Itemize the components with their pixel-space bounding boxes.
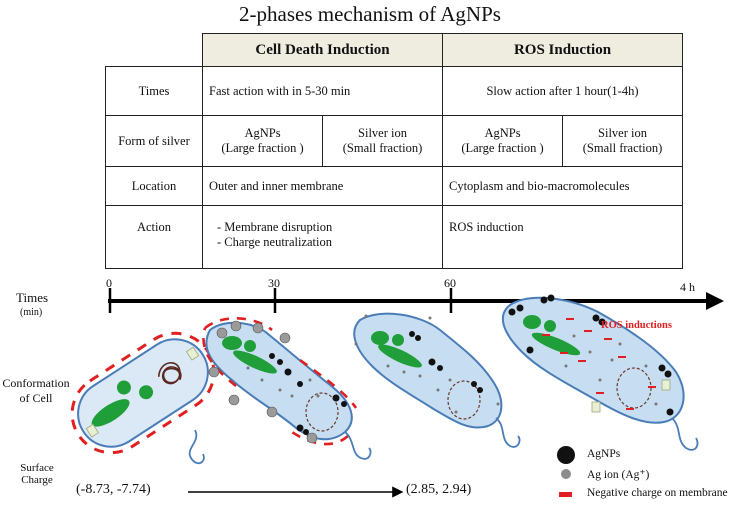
legend-negative-charge-label: Negative charge on membrane [587, 487, 728, 499]
surface-charge-label: Surface Charge [12, 462, 62, 486]
tick-label-30: 30 [268, 276, 280, 290]
action-membrane-disruption: - Membrane disruption [217, 220, 333, 234]
table-header-blank [105, 33, 203, 67]
timeline-label: Times [16, 290, 49, 305]
table-row-times: Times Fast action with in 5-30 min Slow … [105, 66, 683, 116]
form-agnps-fraction: (Large fraction ) [221, 141, 304, 155]
ros-form-ion-fraction: (Small fraction) [582, 141, 663, 155]
flagellum-3 [495, 417, 521, 448]
tick-label-60: 60 [444, 276, 456, 290]
legend-agnps-swatch [557, 446, 575, 464]
form-ion-label: Silver ion [358, 126, 407, 140]
flagellum-1 [188, 429, 205, 465]
header-ros: ROS Induction [442, 33, 683, 67]
cell-death-form-agnps: AgNPs (Large fraction ) [203, 116, 322, 166]
ros-form-agnps-fraction: (Large fraction ) [461, 141, 544, 155]
ros-action: ROS induction [442, 205, 683, 269]
legend-agnps-label: AgNPs [587, 448, 621, 460]
ros-form-agnps: AgNPs (Large fraction ) [443, 116, 562, 166]
surface-charge-end: (2.85, 2.94) [406, 482, 472, 497]
table-row-form: Form of silver AgNPs (Large fraction ) S… [105, 115, 683, 167]
ros-form-agnps-label: AgNPs [484, 126, 521, 140]
legend-ag-ion-label: Ag ion (Ag⁺) [587, 469, 650, 481]
cell-death-location: Outer and inner membrane [202, 166, 443, 206]
surface-charge-start: (-8.73, -7.74) [76, 482, 151, 497]
row-label-times: Times [105, 66, 203, 116]
tick-label-0: 0 [106, 276, 112, 290]
legend-negative-charge-swatch [559, 492, 572, 497]
flagellum-2 [344, 431, 372, 460]
ros-form: AgNPs (Large fraction ) Silver ion (Smal… [442, 115, 683, 167]
row-label-location: Location [105, 166, 203, 206]
conformation-label-line1: Conformation [2, 376, 70, 390]
surface-label-line2: Charge [21, 474, 53, 486]
conformation-label: Conformation of Cell [0, 376, 72, 406]
legend-ag-ion-swatch [561, 469, 571, 479]
table-row-action: Action - Membrane disruption - Charge ne… [105, 205, 683, 269]
table-row-location: Location Outer and inner membrane Cytopl… [105, 166, 683, 206]
timeline-unit: (min) [20, 307, 43, 318]
flagellum-4 [671, 417, 699, 451]
conformation-label-line2: of Cell [19, 391, 53, 405]
row-label-action: Action [105, 205, 203, 269]
form-ion-fraction: (Small fraction) [342, 141, 423, 155]
cell-death-action: - Membrane disruption - Charge neutraliz… [202, 205, 443, 269]
cell-disrupted [202, 317, 358, 446]
form-agnps-label: AgNPs [244, 126, 281, 140]
tick-label-4h: 4 h [680, 280, 695, 294]
ros-annotation: ROS inductions [601, 320, 672, 331]
cell-death-form: AgNPs (Large fraction ) Silver ion (Smal… [202, 115, 443, 167]
row-label-form: Form of silver [105, 115, 203, 167]
surface-label-line1: Surface [20, 462, 54, 474]
diagram-title: 2-phases mechanism of AgNPs [239, 2, 501, 26]
cell-death-times: Fast action with in 5-30 min [202, 66, 443, 116]
ros-times: Slow action after 1 hour(1-4h) [442, 66, 683, 116]
timeline-arrowhead [706, 292, 724, 310]
ros-location: Cytoplasm and bio-macromolecules [442, 166, 683, 206]
ros-form-ion-label: Silver ion [598, 126, 647, 140]
cell-neutralized [353, 312, 503, 429]
ros-form-ion: Silver ion (Small fraction) [562, 116, 682, 166]
cell-ros [501, 294, 685, 424]
action-charge-neutralization: - Charge neutralization [217, 235, 333, 249]
mechanism-table: Cell Death Induction ROS Induction Times… [105, 33, 683, 269]
cell-death-form-ion: Silver ion (Small fraction) [322, 116, 442, 166]
